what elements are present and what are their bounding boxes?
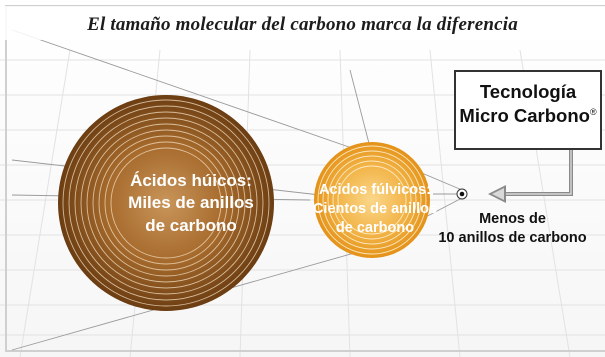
technology-box: Tecnología Micro Carbono® (454, 70, 602, 150)
diagram-title: El tamaño molecular del carbono marca la… (87, 14, 518, 35)
technology-line-1: Tecnología (479, 81, 577, 102)
humic-label-line-1: Ácidos húicos: (130, 171, 252, 190)
technology-name: Micro Carbono (459, 104, 590, 126)
micro-carbon-dot (456, 188, 468, 200)
micro-label-line-1: Menos de (479, 211, 546, 227)
fulvic-label-line-3: de carbono (335, 220, 415, 237)
humic-acid-label: Ácidos húicos: Miles de anillos de carbo… (86, 170, 296, 237)
humic-label-line-2: Miles de anillos (128, 193, 254, 213)
technology-line-2: Micro Carbono® (456, 104, 600, 128)
humic-label-line-3: de carbono (145, 215, 237, 235)
fulvic-label-line-1: Acidos fúlvicos: (319, 182, 431, 198)
fulvic-acid-circle (314, 142, 430, 258)
fulvic-acid-label: Acidos fúlvicos: Cientos de anillos de c… (300, 181, 450, 238)
humic-acid-circle (58, 95, 274, 311)
micro-label-line-2: 10 anillos de carbono (438, 230, 587, 247)
title-band (0, 6, 605, 40)
micro-carbon-label: Menos de 10 anillos de carbono (420, 210, 605, 249)
registered-mark: ® (589, 106, 597, 117)
fulvic-label-line-2: Cientos de anillos (312, 201, 438, 218)
arrow-icon (488, 150, 573, 203)
